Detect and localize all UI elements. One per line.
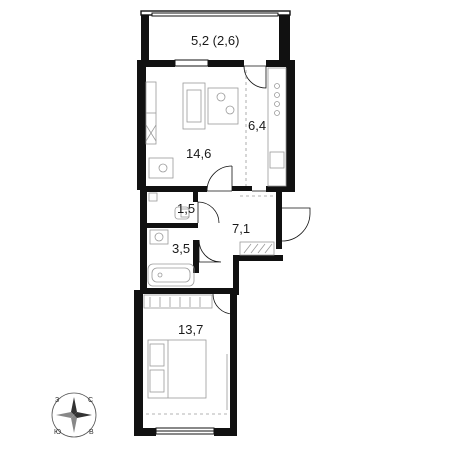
label-wc: 1,5 (177, 201, 195, 216)
bedroom-wardrobe (143, 294, 213, 309)
door-wc (197, 201, 220, 224)
door-balcony (243, 65, 267, 89)
sofa (182, 82, 206, 130)
compass-north: С (88, 397, 93, 404)
doors (197, 65, 311, 315)
furniture (143, 67, 287, 415)
window-living (174, 59, 209, 67)
door-bath (198, 239, 222, 263)
walls (134, 10, 295, 436)
door-entrance (281, 207, 311, 242)
washbasin (149, 229, 169, 245)
bathtub (147, 263, 195, 287)
bed (147, 339, 207, 399)
door-bedroom (212, 293, 234, 315)
label-hall: 7,1 (232, 221, 250, 236)
windows (151, 12, 279, 435)
kitchen-counter (267, 67, 287, 187)
compass: З С Ю В (51, 392, 97, 438)
label-bath: 3,5 (172, 241, 190, 256)
label-balcony: 5,2 (2,6) (191, 33, 239, 48)
compass-east: В (89, 429, 94, 436)
label-living: 14,6 (186, 146, 211, 161)
dining-table (207, 87, 239, 125)
door-living (206, 165, 233, 192)
label-kitchen: 6,4 (248, 118, 266, 133)
hall-wardrobe (239, 241, 275, 256)
side-table (148, 157, 174, 179)
label-bedroom: 13,7 (178, 322, 203, 337)
room-labels: 5,2 (2,6) 6,4 14,6 1,5 7,1 3,5 13,7 (172, 33, 266, 337)
compass-rose-icon (56, 397, 92, 433)
compass-west: З (55, 397, 59, 404)
window-balcony-top (151, 12, 279, 17)
compass-south: Ю (54, 429, 61, 436)
wc-sink (148, 192, 158, 202)
